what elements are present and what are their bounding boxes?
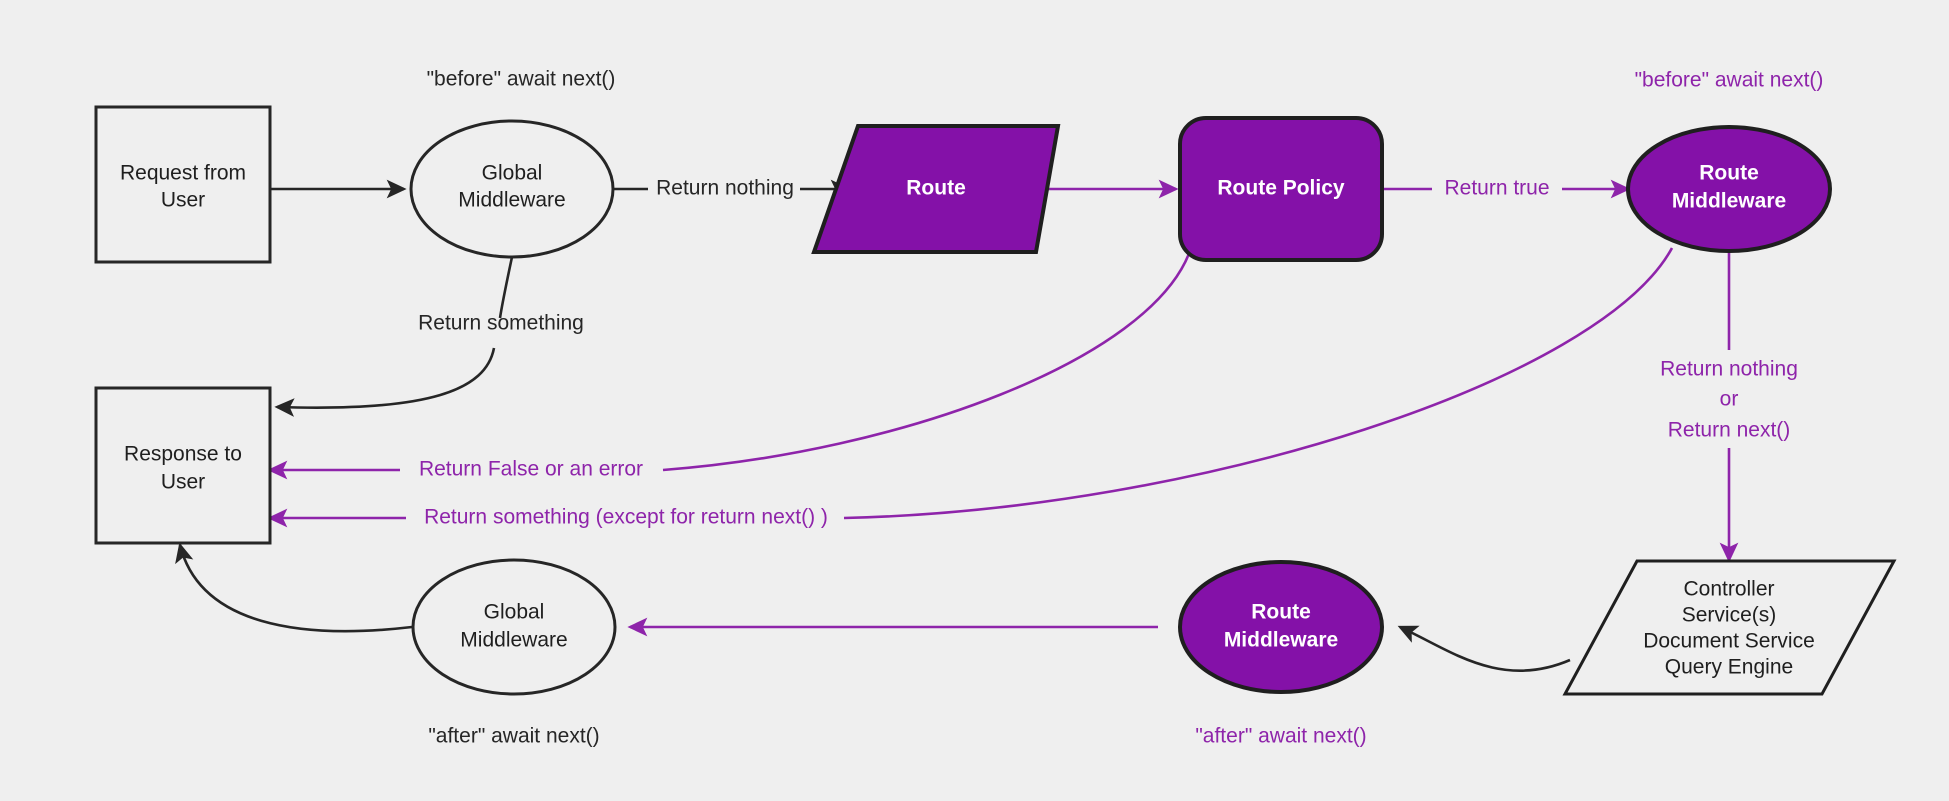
node-request-from-user[interactable]: Request from User [94,105,272,264]
annotation-before-await-next-global: "before" await next() [427,68,616,91]
route-middleware-bottom-line2: Middleware [1224,629,1338,652]
global-middleware-top-line1: Global [482,162,543,185]
route-policy-label: Route Policy [1217,177,1345,200]
edge-global-to-response-lower [274,347,496,417]
edge-label-return-nothing: Return nothing [656,177,794,200]
edge-label-return-false-or-error: Return False or an error [419,458,643,481]
edge-label-return-something: Return something [418,312,584,335]
edge-label-return-nothing-or-next-line2: or [1720,388,1739,411]
response-to-user-line1: Response to [124,443,242,466]
edge-controller-to-route-middleware-bottom [1397,625,1571,672]
global-middleware-bottom-line1: Global [484,601,545,624]
node-route-policy[interactable]: Route Policy [1178,116,1384,262]
response-to-user-line2: User [161,471,205,494]
route-middleware-top-line1: Route [1699,162,1759,185]
controller-line4: Query Engine [1665,656,1793,679]
edge-policy-to-response-curve [662,250,1192,472]
node-route-middleware-bottom[interactable]: Route Middleware [1178,560,1384,694]
node-route[interactable]: Route [811,124,1061,254]
request-from-user-line1: Request from [120,162,246,185]
node-controller-services[interactable]: Controller Service(s) Document Service Q… [1562,559,1897,696]
edge-label-return-something-except: Return something (except for return next… [424,506,828,529]
annotation-after-await-next-route: "after" await next() [1195,725,1366,748]
edge-global-middleware-bottom-to-response [175,542,413,633]
edge-global-to-response-upper [498,256,514,319]
node-global-middleware-top[interactable]: Global Middleware [409,119,615,259]
controller-line1: Controller [1683,578,1774,601]
node-global-middleware-bottom[interactable]: Global Middleware [411,558,617,696]
global-middleware-bottom-line2: Middleware [460,629,567,652]
edge-label-return-true: Return true [1444,177,1549,200]
annotation-before-await-next-route: "before" await next() [1635,69,1824,92]
controller-line3: Document Service [1643,630,1815,653]
edge-label-return-nothing-or-next-line1: Return nothing [1660,358,1798,381]
route-label: Route [906,177,966,200]
route-middleware-top-line2: Middleware [1672,190,1786,213]
annotation-after-await-next-global: "after" await next() [428,725,599,748]
request-from-user-line2: User [161,189,205,212]
edge-routemw-to-response-curve [843,247,1674,520]
route-middleware-bottom-line1: Route [1251,601,1311,624]
edge-label-return-nothing-or-next-line3: Return next() [1668,419,1791,442]
node-response-to-user[interactable]: Response to User [94,386,272,545]
global-middleware-top-line2: Middleware [458,189,565,212]
node-route-middleware-top[interactable]: Route Middleware [1626,125,1832,253]
controller-line2: Service(s) [1682,604,1777,627]
